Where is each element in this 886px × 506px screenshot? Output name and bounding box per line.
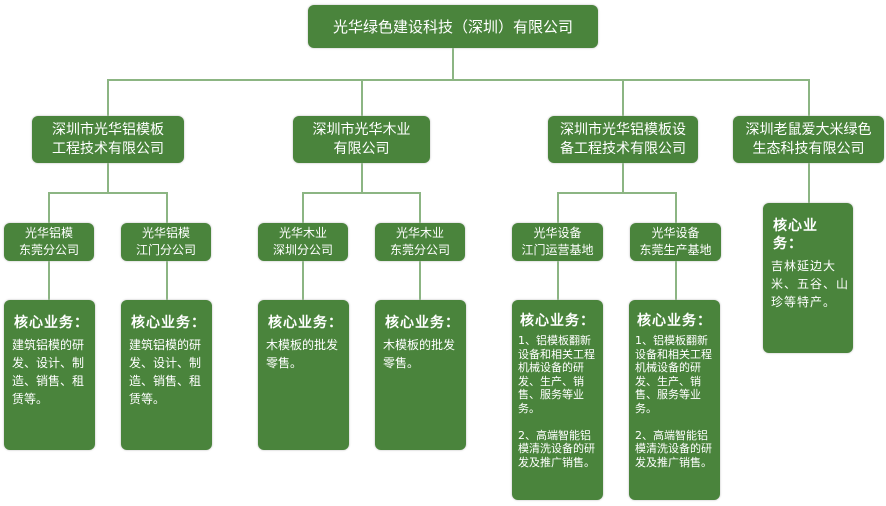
business-description: 建筑铝模的研 发、设计、制 造、销售、租 赁等。 bbox=[12, 338, 85, 406]
subsidiary-name-line: 备工程技术有限公司 bbox=[560, 140, 686, 157]
connector bbox=[557, 192, 559, 223]
business-heading: 核心业务： bbox=[131, 315, 206, 331]
business-heading: 核心业务： bbox=[773, 218, 818, 252]
business-card: 核心业务： 1、铝模板翻新 设备和相关工程 机械设备的研 发、生产、销 售、服务… bbox=[629, 300, 720, 500]
connector bbox=[808, 79, 810, 116]
branch-name-line: 光华铝模 bbox=[24, 226, 73, 240]
subsidiary-name-line: 深圳市光华木业 bbox=[312, 121, 411, 138]
connector bbox=[675, 192, 677, 223]
business-card: 核心业务： 建筑铝模的研 发、设计、制 造、销售、租 赁等。 bbox=[4, 300, 95, 450]
connector bbox=[302, 261, 304, 301]
branch-name-line: 光华设备 bbox=[651, 226, 700, 240]
branch-node: 光华设备 江门运营基地 bbox=[512, 223, 603, 261]
branch-node: 光华铝模 东莞分公司 bbox=[4, 223, 94, 261]
connector bbox=[622, 163, 624, 193]
connector bbox=[419, 192, 421, 223]
business-card: 核心业务： 建筑铝模的研 发、设计、制 造、销售、租 赁等。 bbox=[121, 300, 212, 450]
branch-node: 光华铝模 江门分公司 bbox=[121, 223, 211, 261]
connector bbox=[452, 48, 454, 80]
connector bbox=[48, 192, 167, 194]
subsidiary-node: 深圳老鼠爱大米绿色 生态科技有限公司 bbox=[733, 116, 884, 163]
business-card: 核心业务： 木模板的批发 零售。 bbox=[375, 300, 466, 450]
root-company-name: 光华绿色建设科技（深圳）有限公司 bbox=[332, 17, 573, 36]
connector bbox=[302, 192, 304, 223]
connector bbox=[166, 261, 168, 301]
subsidiary-node: 深圳市光华铝模板 工程技术有限公司 bbox=[32, 116, 184, 163]
business-heading: 核心业务： bbox=[268, 315, 343, 331]
business-card: 核心业务： 1、铝模板翻新 设备和相关工程 机械设备的研 发、生产、销 售、服务… bbox=[512, 300, 603, 500]
root-company-node: 光华绿色建设科技（深圳）有限公司 bbox=[308, 5, 598, 48]
branch-name-line: 光华木业 bbox=[395, 226, 444, 240]
branch-name-line: 东莞分公司 bbox=[18, 243, 79, 257]
connector bbox=[48, 261, 50, 301]
branch-name-line: 江门运营基地 bbox=[521, 243, 594, 257]
business-description: 木模板的批发 零售。 bbox=[266, 338, 339, 370]
subsidiary-name-line: 深圳老鼠爱大米绿色 bbox=[745, 121, 872, 138]
branch-name-line: 东莞生产基地 bbox=[639, 243, 712, 257]
branch-name-line: 江门分公司 bbox=[135, 243, 196, 257]
business-description: 1、铝模板翻新 设备和相关工程 机械设备的研 发、生产、销 售、服务等业 务。 … bbox=[518, 334, 595, 469]
connector bbox=[48, 192, 50, 223]
connector bbox=[361, 79, 363, 116]
business-heading: 核心业务： bbox=[14, 315, 89, 331]
branch-name-line: 光华木业 bbox=[278, 226, 327, 240]
connector bbox=[166, 192, 168, 223]
connector bbox=[302, 192, 420, 194]
branch-name-line: 深圳分公司 bbox=[272, 243, 333, 257]
connector bbox=[107, 79, 809, 81]
connector bbox=[361, 163, 363, 193]
business-description: 1、铝模板翻新 设备和相关工程 机械设备的研 发、生产、销 售、服务等业 务。 … bbox=[635, 334, 712, 469]
connector bbox=[675, 261, 677, 301]
business-description: 吉林延边大 米、五谷、山 珍等特产。 bbox=[771, 259, 850, 309]
branch-name-line: 东莞分公司 bbox=[389, 243, 450, 257]
branch-node: 光华木业 深圳分公司 bbox=[258, 223, 348, 261]
branch-name-line: 光华铝模 bbox=[141, 226, 190, 240]
subsidiary-name-line: 深圳市光华铝模板设 bbox=[560, 121, 686, 138]
subsidiary-name-line: 深圳市光华铝模板 bbox=[52, 121, 164, 138]
business-card: 核心业务： 木模板的批发 零售。 bbox=[258, 300, 349, 450]
connector bbox=[557, 261, 559, 301]
subsidiary-name-line: 有限公司 bbox=[333, 140, 390, 157]
branch-node: 光华木业 东莞分公司 bbox=[375, 223, 465, 261]
business-heading: 核心业务： bbox=[385, 315, 460, 331]
connector bbox=[557, 192, 676, 194]
connector bbox=[622, 79, 624, 116]
subsidiary-name-line: 生态科技有限公司 bbox=[752, 140, 865, 157]
subsidiary-name-line: 工程技术有限公司 bbox=[52, 140, 164, 157]
business-heading: 核心业务： bbox=[637, 313, 712, 329]
branch-node: 光华设备 东莞生产基地 bbox=[630, 223, 721, 261]
connector bbox=[107, 79, 109, 116]
business-description: 建筑铝模的研 发、设计、制 造、销售、租 赁等。 bbox=[129, 338, 202, 406]
subsidiary-node: 深圳市光华木业 有限公司 bbox=[293, 116, 430, 163]
business-heading: 核心业务： bbox=[520, 313, 595, 329]
connector bbox=[808, 163, 810, 204]
connector bbox=[107, 163, 109, 193]
subsidiary-node: 深圳市光华铝模板设 备工程技术有限公司 bbox=[548, 116, 698, 163]
connector bbox=[419, 261, 421, 301]
business-card: 核心业务： 吉林延边大 米、五谷、山 珍等特产。 bbox=[763, 203, 853, 353]
business-description: 木模板的批发 零售。 bbox=[383, 338, 456, 370]
branch-name-line: 光华设备 bbox=[533, 226, 582, 240]
